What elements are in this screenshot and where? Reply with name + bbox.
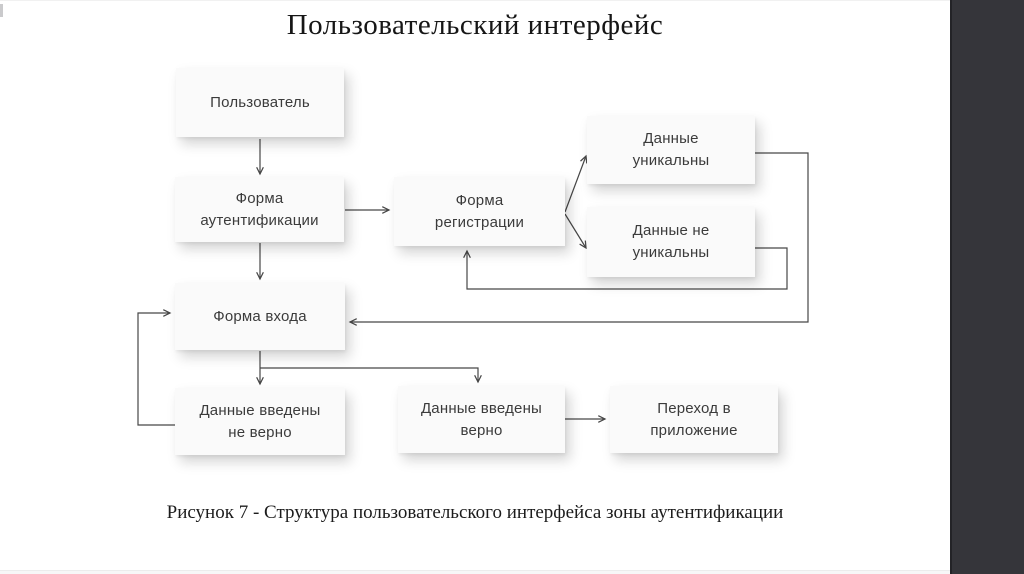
node-data-entered-wrong: Данные введены не верно — [175, 388, 345, 455]
top-hairline — [0, 0, 950, 1]
node-data-entered-correct-label: Данные введены верно — [420, 399, 543, 439]
edge-login-form-to-data-entered-correct — [260, 367, 482, 384]
figure-caption: Рисунок 7 - Структура пользовательского … — [166, 502, 784, 523]
node-data-entered-wrong-label: Данные введены не верно — [199, 401, 321, 441]
node-registration-form-label: Форма регистрации — [434, 191, 525, 231]
bottom-strip — [0, 570, 950, 574]
edge-registration-form-to-data-unique — [564, 154, 588, 213]
node-go-to-application: Переход в приложение — [610, 386, 778, 453]
node-auth-form: Форма аутентификации — [175, 177, 344, 242]
node-go-to-application-label: Переход в приложение — [650, 399, 738, 439]
node-data-not-unique-label: Данные не уникальны — [632, 222, 710, 261]
node-data-not-unique: Данные не уникальны — [587, 207, 755, 277]
edge-data-entered-wrong-to-login-form — [137, 309, 175, 426]
slide-content-area: Пользовательский интерфейс Пользователь … — [0, 0, 950, 574]
node-data-unique: Данные уникальны — [587, 116, 755, 184]
node-data-entered-correct: Данные введены верно — [398, 386, 565, 453]
node-user-label: Пользователь — [210, 93, 310, 111]
node-data-unique-label: Данные уникальны — [632, 130, 710, 169]
node-login-form-label: Форма входа — [213, 307, 307, 325]
diagram-arrows — [137, 139, 809, 426]
node-login-form: Форма входа — [175, 283, 345, 350]
edge-registration-form-to-data-not-unique — [564, 213, 587, 250]
node-auth-form-label: Форма аутентификации — [200, 189, 319, 229]
node-registration-form: Форма регистрации — [394, 177, 565, 246]
corner-mark — [0, 4, 3, 17]
node-user: Пользователь — [176, 68, 344, 137]
slide-title: Пользовательский интерфейс — [286, 9, 664, 41]
right-dark-panel — [950, 0, 1024, 574]
